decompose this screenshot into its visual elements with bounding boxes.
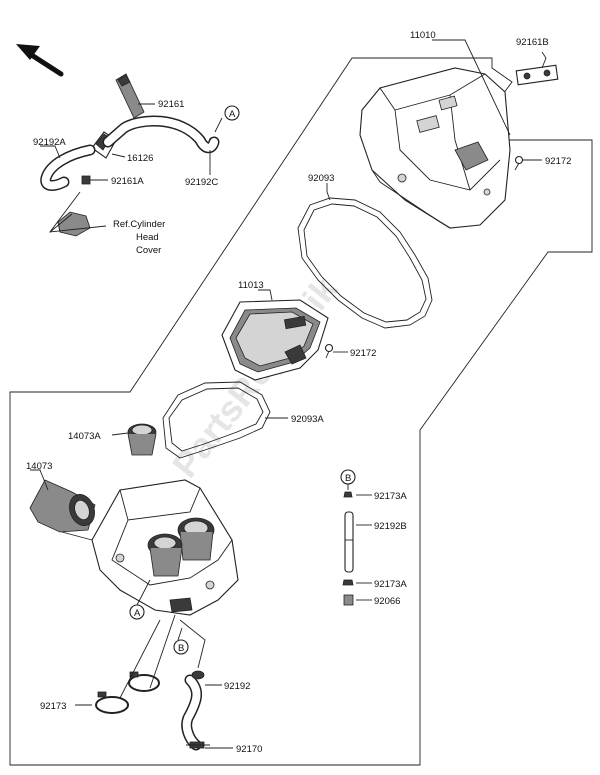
label-92192B: 92192B bbox=[374, 521, 407, 532]
label-11013: 11013 bbox=[238, 280, 264, 291]
callout-circle-a-top: A bbox=[224, 105, 240, 121]
label-92066: 92066 bbox=[374, 596, 400, 607]
callout-circle-b-housing: B bbox=[173, 639, 189, 655]
hose-clamps-92173 bbox=[95, 671, 160, 714]
label-92173A-1: 92173A bbox=[374, 491, 407, 502]
label-16126: 16126 bbox=[127, 153, 153, 164]
label-ref-head: Head bbox=[136, 232, 159, 243]
intake-duct-14073 bbox=[29, 479, 96, 533]
label-92170: 92170 bbox=[236, 744, 262, 755]
callout-circle-a-bottom: A bbox=[129, 604, 145, 620]
callout-circle-b-kit: B bbox=[340, 469, 356, 485]
label-92161A: 92161A bbox=[111, 176, 144, 187]
label-92173A-2: 92173A bbox=[374, 579, 407, 590]
label-92161B: 92161B bbox=[516, 37, 549, 48]
drain-hose-92192 bbox=[181, 670, 205, 751]
svg-text:B: B bbox=[178, 643, 184, 654]
label-92093: 92093 bbox=[308, 173, 334, 184]
air-cleaner-cover bbox=[359, 67, 511, 229]
label-92192: 92192 bbox=[224, 681, 250, 692]
intake-boot-14073A bbox=[127, 423, 157, 456]
label-ref-cover: Cover bbox=[136, 245, 161, 256]
gasket-92093A-inner bbox=[168, 387, 264, 452]
label-92172-mid: 92172 bbox=[350, 348, 376, 359]
label-11010: 11010 bbox=[410, 30, 436, 41]
assembly-group-outline bbox=[9, 57, 593, 766]
label-92172-top: 92172 bbox=[545, 156, 571, 167]
hose-92192B-group bbox=[342, 491, 354, 606]
svg-text:A: A bbox=[134, 608, 141, 619]
label-14073A: 14073A bbox=[68, 431, 101, 442]
air-filter-element bbox=[221, 299, 329, 381]
drain-plug-92170 bbox=[186, 741, 210, 749]
svg-text:B: B bbox=[345, 473, 351, 484]
gasket-92093 bbox=[297, 197, 433, 329]
gasket-92093-inner bbox=[303, 203, 427, 323]
label-ref-cylinder: Ref.Cylinder bbox=[113, 219, 165, 230]
air-cleaner-housing bbox=[91, 479, 239, 616]
label-92192A: 92192A bbox=[33, 137, 66, 148]
label-92161: 92161 bbox=[158, 99, 184, 110]
label-92173: 92173 bbox=[40, 701, 66, 712]
screw-92172-top bbox=[514, 155, 524, 171]
label-92192C: 92192C bbox=[185, 177, 218, 188]
screw-92172-mid bbox=[324, 343, 334, 359]
label-92093A: 92093A bbox=[291, 414, 324, 425]
front-direction-arrow-icon bbox=[16, 44, 64, 77]
gasket-92093A bbox=[162, 381, 271, 459]
svg-text:A: A bbox=[229, 109, 236, 120]
grommet-plate-92161B bbox=[515, 64, 559, 86]
leader-lines bbox=[30, 39, 547, 749]
label-14073: 14073 bbox=[26, 461, 52, 472]
